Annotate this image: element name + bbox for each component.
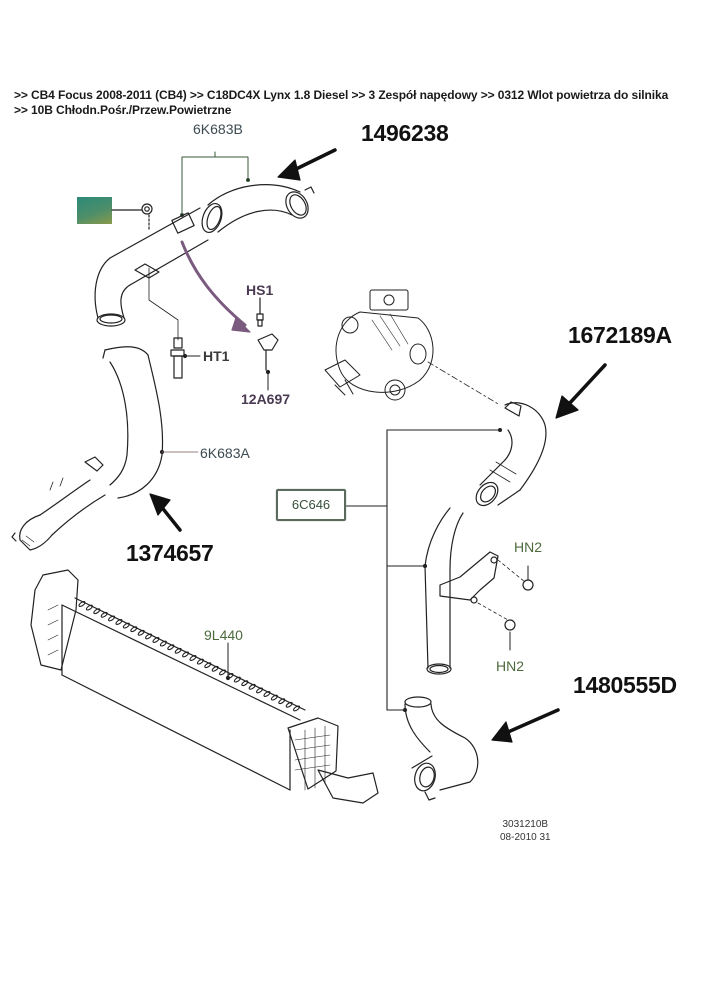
middle-pipe (424, 507, 534, 675)
breadcrumb: >> CB4 Focus 2008-2011 (CB4) >> C18DC4X … (14, 88, 668, 118)
part-number-1374657: 1374657 (126, 540, 214, 566)
part-number-1496238: 1496238 (361, 120, 449, 146)
intercooler-fin (285, 701, 293, 708)
ref-label-6C646: 6C646 (276, 489, 346, 521)
leader-6K683B (180, 151, 250, 217)
intercooler-fin (137, 629, 145, 636)
intercooler-fin (145, 633, 153, 640)
ref-label-HN2-upper: HN2 (514, 539, 543, 555)
leader-6C646 (344, 427, 503, 713)
breadcrumb-line-2[interactable]: >> 10B Chłodn.Pośr./Przew.Powietrzne (14, 103, 232, 117)
intercooler-fin (108, 615, 116, 622)
intercooler-fin (233, 676, 241, 683)
arrows (149, 148, 607, 743)
intercooler-fin (130, 626, 138, 633)
intercooler-fin (219, 669, 227, 676)
arrow-1480555D (491, 721, 513, 743)
intercooler-fin (93, 608, 101, 615)
drawing-code: 3031210B (502, 819, 549, 830)
part-number-1480555D: 1480555D (573, 672, 677, 698)
intercooler-fin (256, 687, 264, 694)
intercooler-fin (278, 698, 286, 705)
left-hose-1374657 (11, 346, 199, 551)
upper-hose-1496238 (201, 184, 315, 234)
drawing-info: 3031210B 08-2010 31 (500, 818, 551, 844)
ref-label-6K683B: 6K683B (193, 121, 243, 137)
turbo-hose-1672189A (475, 401, 547, 507)
turbocharger (324, 289, 501, 406)
ref-label-12A697: 12A697 (241, 391, 291, 407)
intercooler-fin (167, 644, 175, 651)
arrow-1496238 (277, 159, 301, 181)
drawing-date: 08-2010 31 (500, 832, 551, 843)
intercooler-fin (174, 647, 182, 654)
nut-top (111, 203, 153, 231)
intercooler-fin (204, 662, 212, 669)
color-swatch (77, 197, 112, 224)
ref-label-6K683A: 6K683A (200, 445, 250, 461)
ref-label-HS1: HS1 (246, 282, 274, 298)
intercooler-fin (115, 619, 123, 625)
arrow-1374657 (149, 493, 171, 516)
intercooler-fin (189, 655, 197, 661)
intercooler-fin (182, 651, 190, 658)
intercooler-fin (211, 665, 219, 672)
arrow-1672189A (555, 395, 579, 419)
intercooler-fins (78, 601, 301, 712)
intercooler-fin (270, 694, 278, 701)
intercooler-fin (241, 680, 249, 687)
intercooler-fin (263, 691, 271, 697)
intercooler-fin (152, 637, 160, 643)
part-number-1672189A: 1672189A (568, 322, 672, 348)
upper-intake-pipe (94, 207, 251, 341)
intercooler-9L440 (30, 569, 379, 804)
intercooler-fin (122, 622, 130, 629)
intercooler-fin (226, 673, 234, 679)
intercooler-fin (196, 658, 204, 665)
ref-label-HN2-lower: HN2 (496, 658, 525, 674)
intercooler-fin (85, 604, 93, 611)
intercooler-fin (159, 640, 167, 647)
ref-label-HT1: HT1 (203, 348, 230, 364)
breadcrumb-line-1[interactable]: >> CB4 Focus 2008-2011 (CB4) >> C18DC4X … (14, 88, 669, 102)
intercooler-fin (293, 705, 301, 712)
intercooler-fin (78, 601, 86, 607)
lower-hose-1480555D (404, 696, 479, 801)
intercooler-fin (248, 683, 256, 690)
sensor-12A697 (256, 297, 279, 391)
stud-bolt-HT1 (170, 337, 201, 379)
intercooler-fin (100, 611, 108, 618)
ref-label-9L440: 9L440 (204, 627, 243, 643)
